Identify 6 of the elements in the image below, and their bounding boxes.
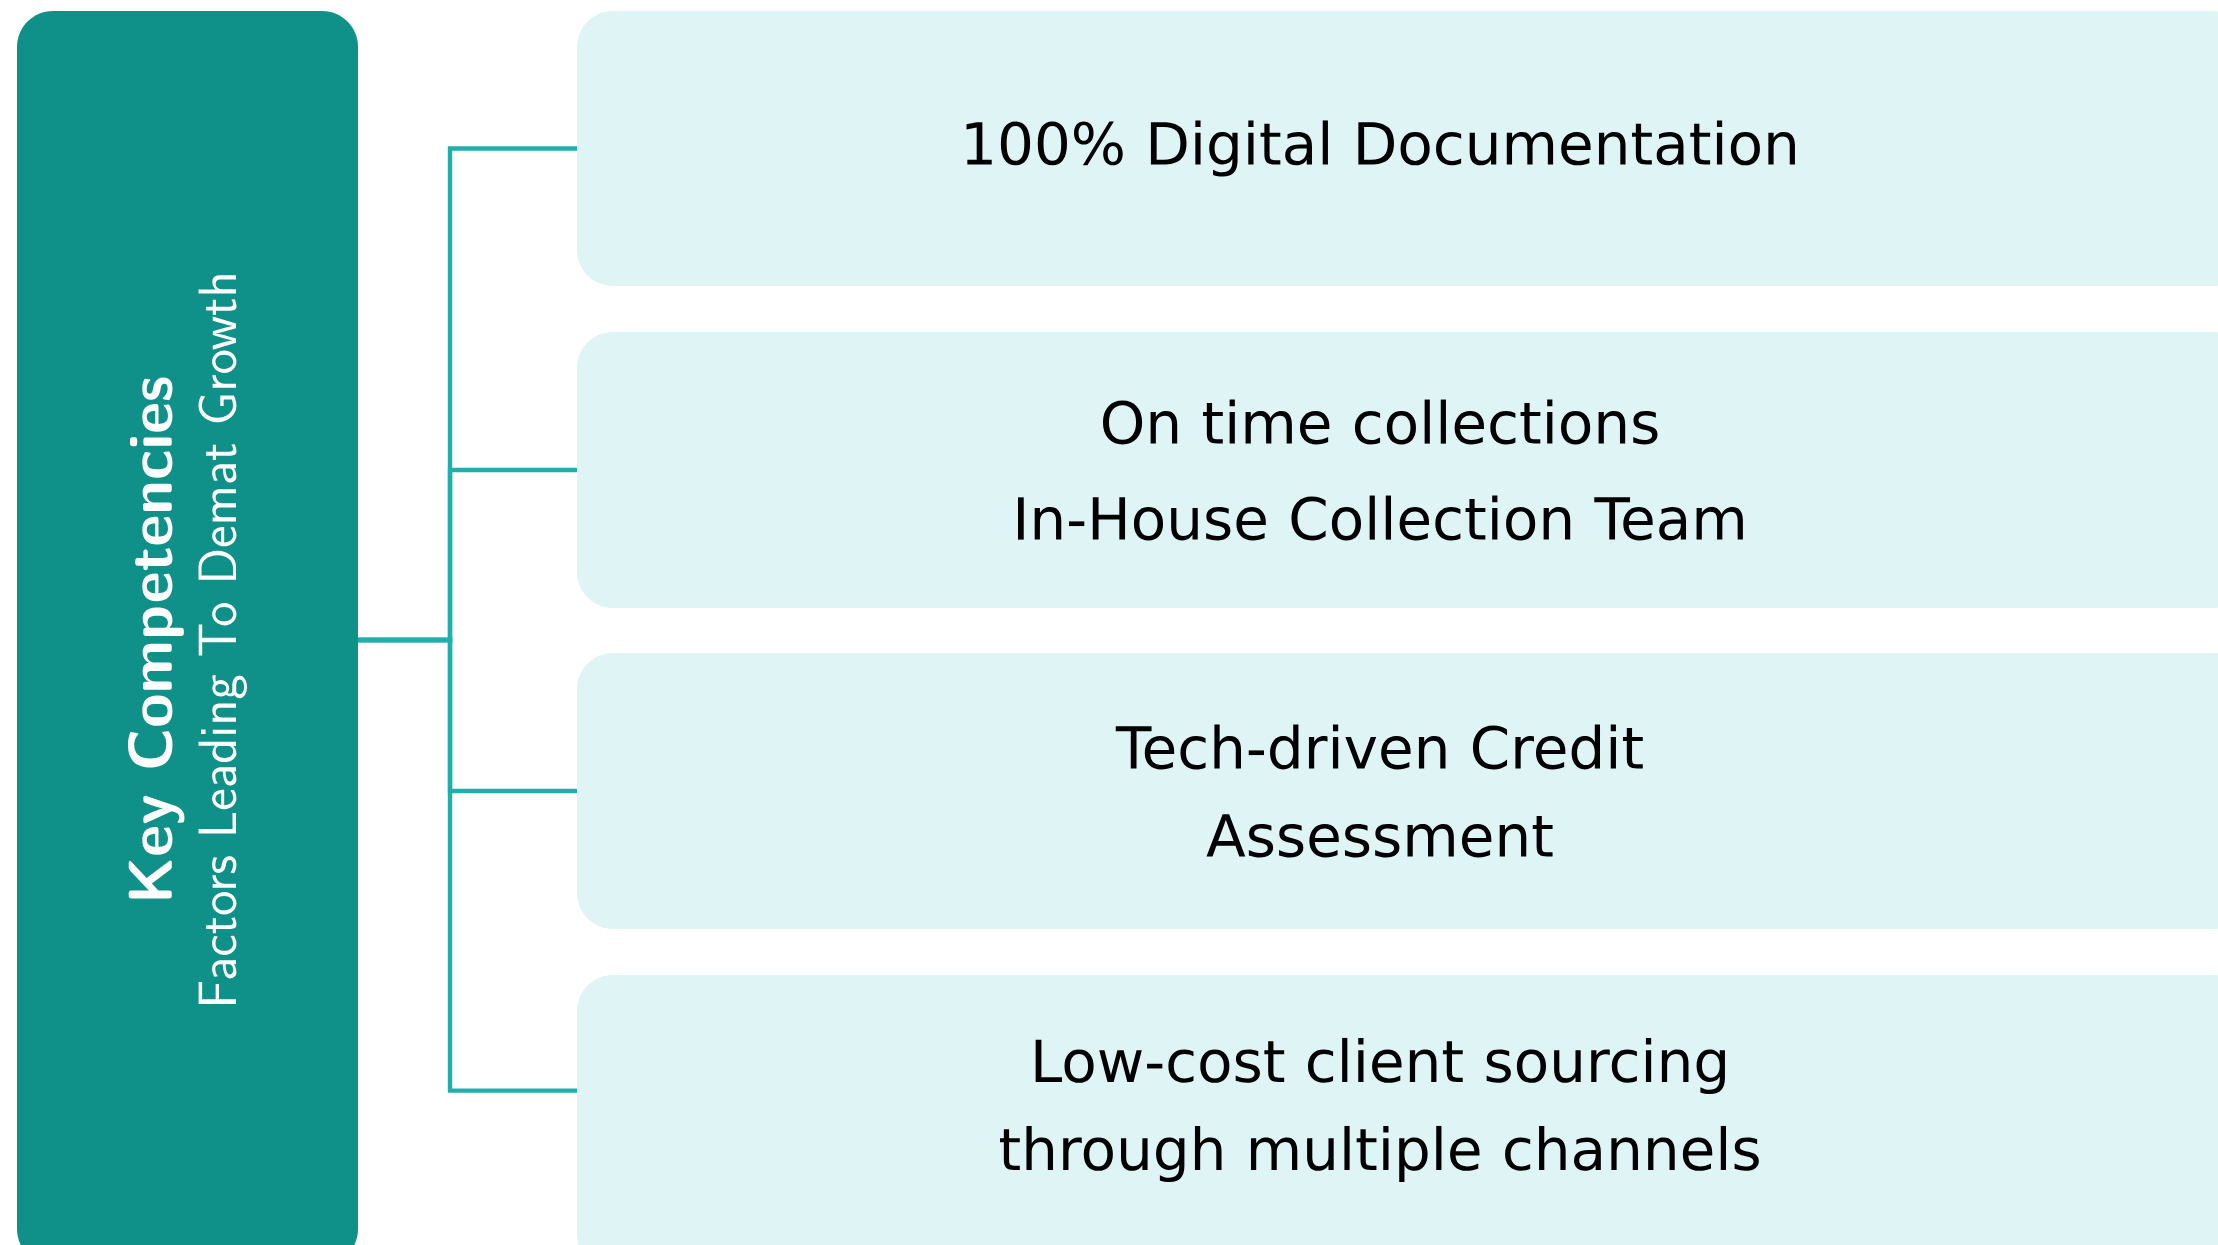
competency-box: Low-cost client sourcing through multiple channels <box>577 975 2218 1245</box>
competency-box: 100% Digital Documentation <box>577 11 2218 286</box>
competency-box: On time collections In-House Collection Team <box>577 332 2218 608</box>
competency-box: Tech-driven Credit Assessment <box>577 653 2218 929</box>
title-panel: Key Competencies Factors Leading To Demat Growth <box>17 11 358 1245</box>
connector-line <box>358 637 577 1093</box>
